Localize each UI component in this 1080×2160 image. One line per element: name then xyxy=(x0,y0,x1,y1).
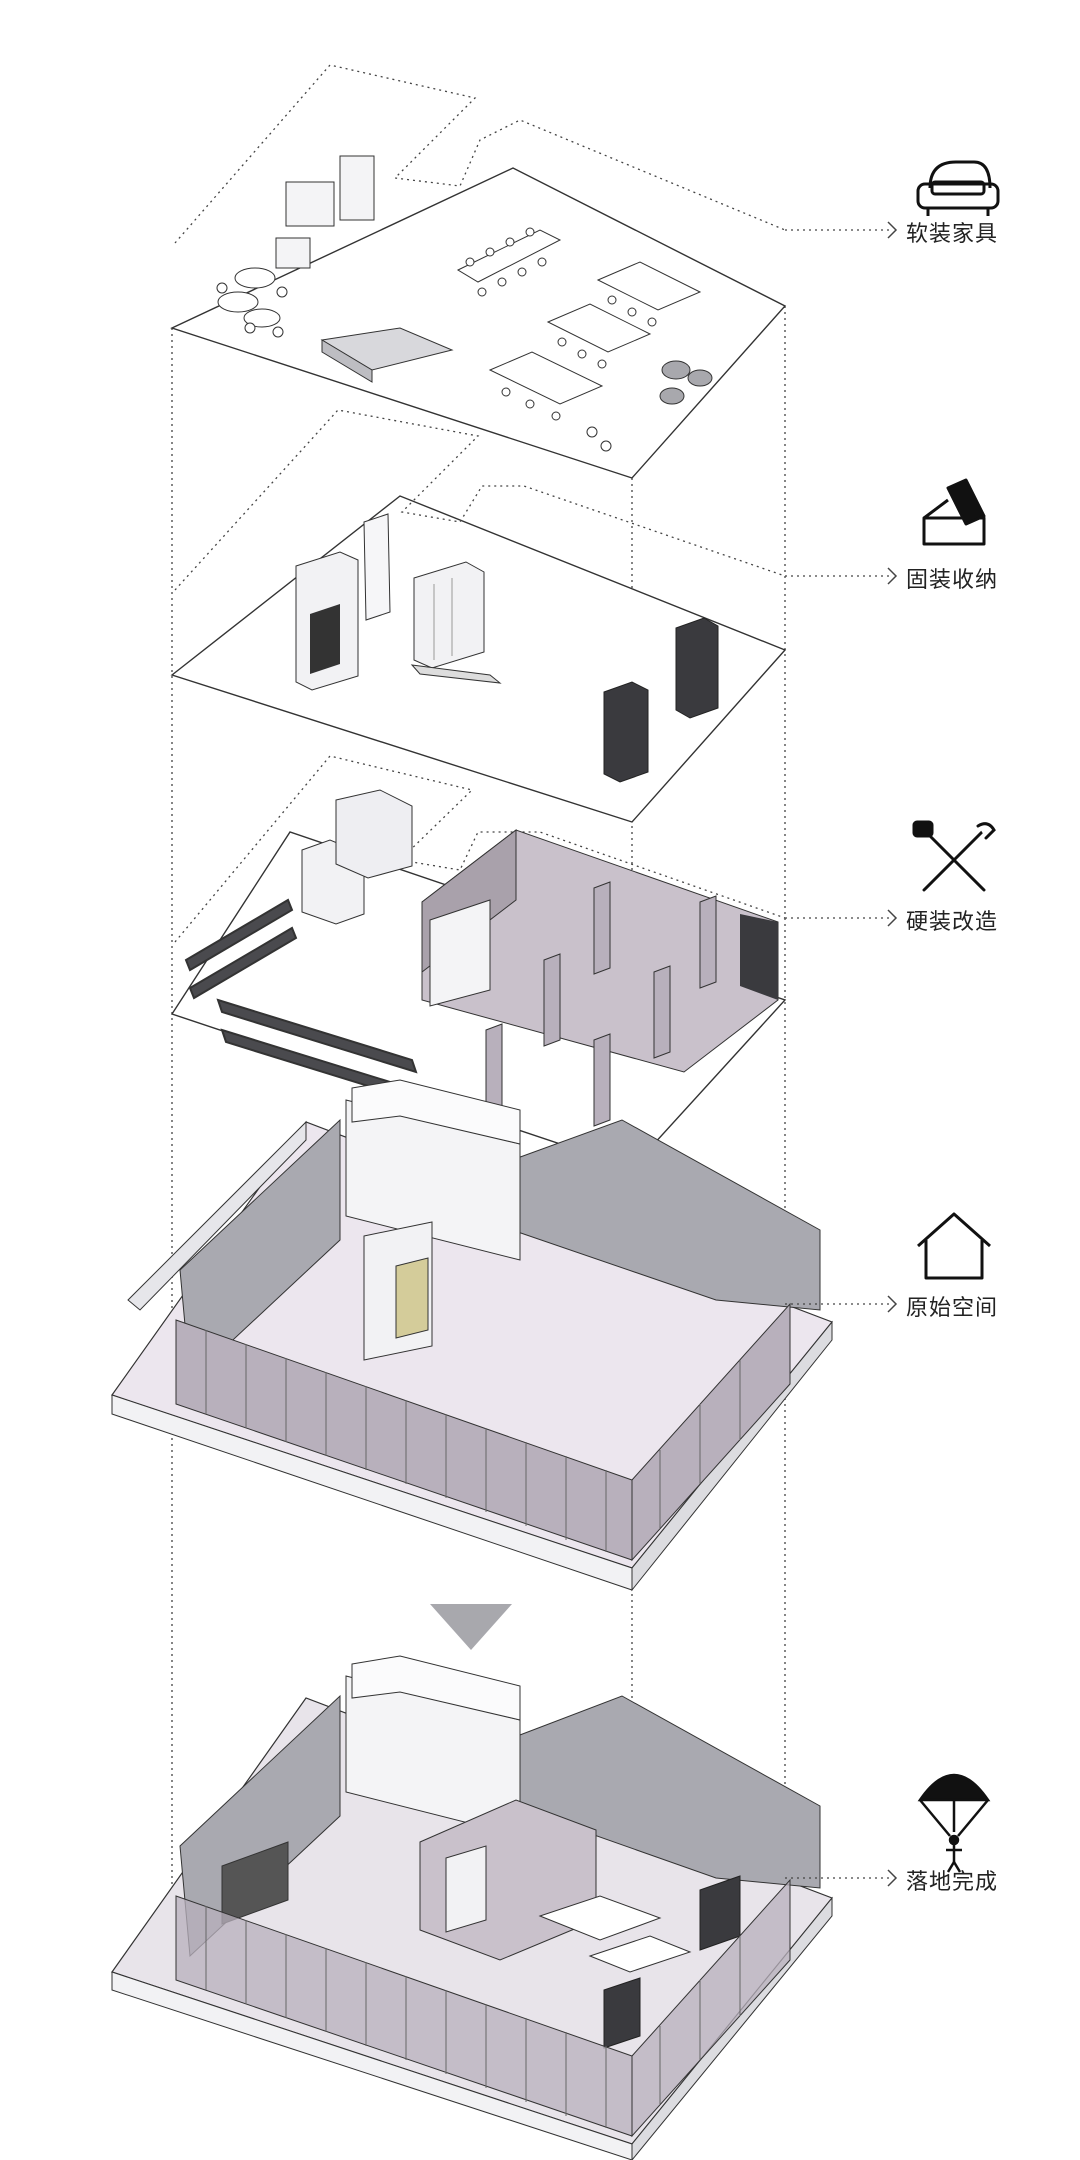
hard-renovation-dotted-outline xyxy=(174,755,786,943)
legend-label-built-in-storage: 固装收纳 xyxy=(906,568,999,593)
facade-fins xyxy=(175,1302,791,1562)
down-arrow-icon xyxy=(430,1604,512,1650)
legend-label-completed: 落地完成 xyxy=(906,1870,999,1895)
built-in-storage-dotted-outline xyxy=(174,409,786,591)
parachute-icon xyxy=(917,1773,991,1873)
layer-built-in-storage xyxy=(170,409,892,823)
layer-completed xyxy=(111,1655,892,2160)
legend-label-hard-renovation: 硬装改造 xyxy=(906,910,999,935)
layer-original-space xyxy=(111,1079,892,1592)
sofa-icon xyxy=(916,160,1000,216)
conference-chairs xyxy=(465,227,547,297)
round-table-group xyxy=(216,267,288,338)
legend-chevrons xyxy=(887,221,898,1887)
standing-panels xyxy=(485,881,717,1127)
rail-structure xyxy=(184,898,422,1104)
layer-soft-furniture xyxy=(170,64,892,479)
legend-label-soft-furniture: 软装家具 xyxy=(906,222,999,247)
built-in-storage-icon xyxy=(922,478,986,546)
desk-clusters xyxy=(488,261,702,452)
tools-icon xyxy=(912,820,996,892)
layer-hard-renovation xyxy=(170,755,892,1169)
back-wall-left xyxy=(127,1120,307,1311)
house-icon xyxy=(917,1212,991,1280)
soft-furniture-plate xyxy=(170,167,787,479)
legend-label-original-space: 原始空间 xyxy=(906,1296,999,1321)
